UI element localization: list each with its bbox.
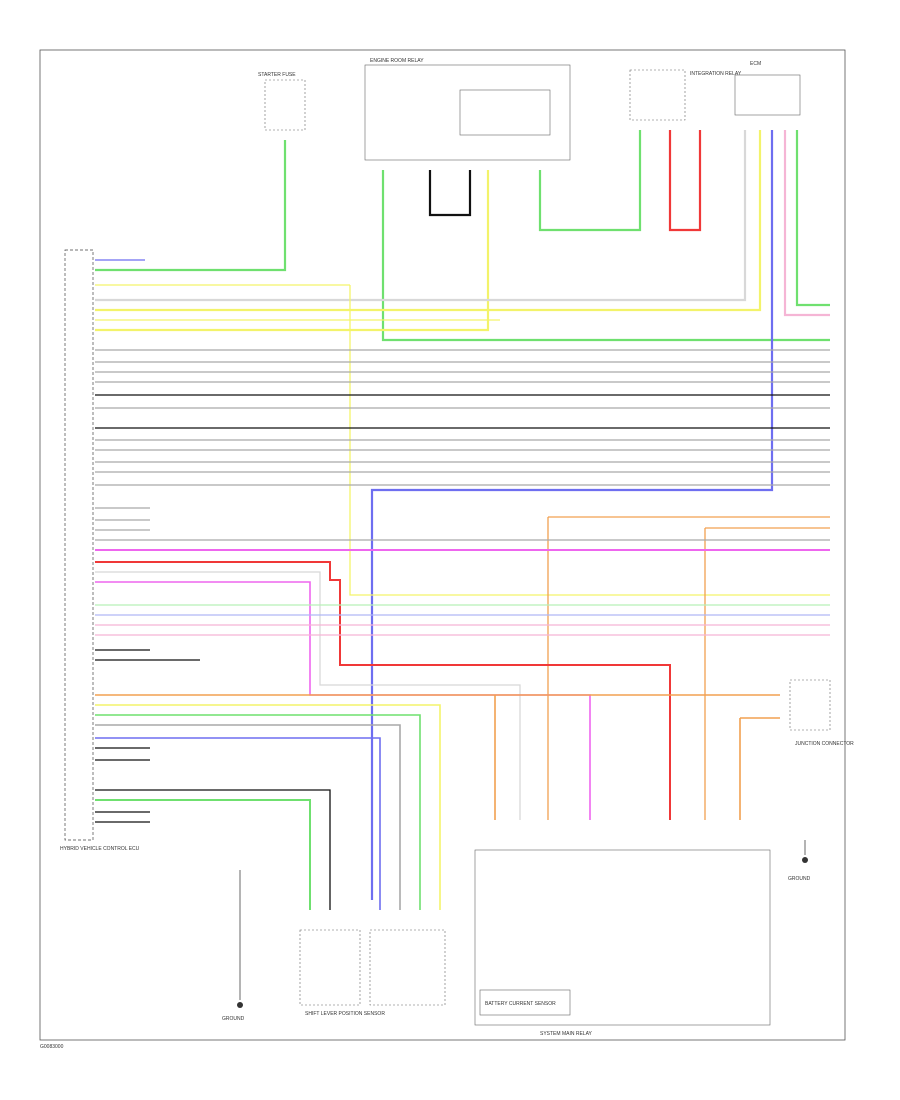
junction-group: JUNCTION CONNECTOR — [789, 679, 854, 747]
relay-box-label: ENGINE ROOM RELAY — [370, 58, 424, 64]
ground-symbol-2: GROUND — [788, 840, 811, 882]
diagram-frame — [39, 49, 846, 1041]
hybrid-ecu-box — [64, 249, 94, 841]
hybrid-ecu-label: HYBRID VEHICLE CONTROL ECU — [60, 846, 140, 852]
battery-current-sensor-label: BATTERY CURRENT SENSOR — [485, 1001, 556, 1007]
junction-connector-label: JUNCTION CONNECTOR — [795, 741, 854, 747]
footer-code: G0083000 — [40, 1044, 64, 1050]
inverter-group: BATTERY CURRENT SENSOR SYSTEM MAIN RELAY — [474, 849, 771, 1037]
starter-fuse-label: STARTER FUSE — [258, 72, 296, 78]
shift-sensor-group: SHIFT LEVER POSITION SENSOR — [299, 929, 446, 1017]
ecm-group: ECM — [734, 61, 801, 116]
starter-fuse-group: STARTER FUSE — [258, 72, 306, 131]
ecm-label: ECM — [750, 61, 761, 67]
horizontal-bus — [95, 259, 830, 910]
top-vertical-wires — [95, 130, 830, 900]
ground-label-1: GROUND — [222, 1016, 245, 1022]
integration-relay-group: INTEGRATION RELAY — [629, 69, 742, 121]
integration-relay-label: INTEGRATION RELAY — [690, 71, 742, 77]
system-main-relay-label: SYSTEM MAIN RELAY — [540, 1031, 593, 1037]
shift-sensor-label: SHIFT LEVER POSITION SENSOR — [305, 1011, 385, 1017]
ground-symbol-1: GROUND — [222, 870, 245, 1022]
relay-box-group: ENGINE ROOM RELAY — [364, 58, 571, 161]
ground-label-2: GROUND — [788, 876, 811, 882]
